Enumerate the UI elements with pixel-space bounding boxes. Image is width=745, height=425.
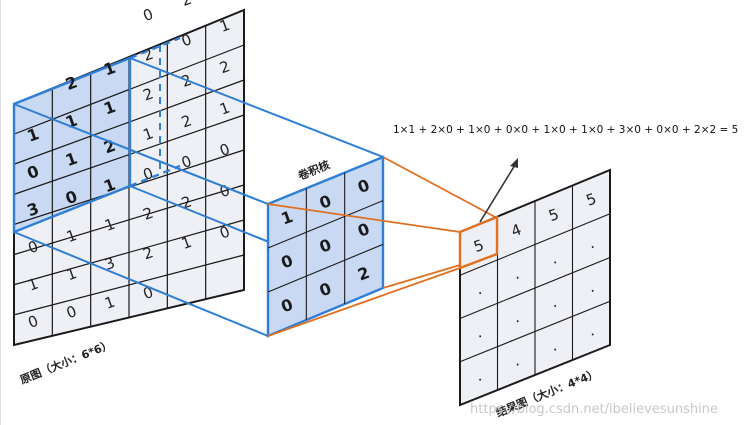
orange-line-top-right <box>382 156 498 219</box>
grid-row-line <box>459 300 611 363</box>
grid-cell-value: . <box>586 234 597 253</box>
grid-cell-value: 2 <box>179 0 194 10</box>
original-caption: 原图（大小：6*6） <box>18 337 114 387</box>
watermark: https://blog.csdn.net/ibelievesunshine <box>470 402 718 417</box>
orange-line-top-left <box>267 203 461 233</box>
grid-cell-value: . <box>586 321 597 340</box>
formula-arrow-shaft <box>479 164 516 223</box>
grid-cell-value: . <box>473 367 484 386</box>
result-grid: 5455............ <box>458 168 611 407</box>
grid-cell-value: . <box>548 293 559 312</box>
grid-cell-value: . <box>511 308 522 327</box>
projection-line-top-right <box>129 57 384 158</box>
grid-row-line <box>267 243 384 293</box>
projection-line-top-left <box>13 103 269 205</box>
grid-cell-value: . <box>473 323 484 342</box>
grid-cell-value: . <box>586 278 597 297</box>
grid-row-line <box>459 256 611 320</box>
original-image-grid: 0232120111122201212130100001122011321000… <box>12 0 245 347</box>
orange-line-bottom-left <box>267 267 461 337</box>
projection-dash-top <box>129 36 181 60</box>
grid-row-line <box>13 184 245 256</box>
grid-cell-value: . <box>548 249 559 268</box>
receptive-field-outline <box>12 56 131 234</box>
grid-cell-value: . <box>473 280 484 299</box>
receptive-field-fill <box>14 58 130 232</box>
grid-cell-value: 0 <box>141 5 156 25</box>
result-grid-lines <box>459 185 611 390</box>
grid-cell-value: . <box>511 265 522 284</box>
projection-line-bottom-left <box>13 231 269 337</box>
grid-row-line <box>459 213 611 276</box>
projection-dash-bottom <box>129 164 181 188</box>
grid-cell-value: . <box>511 352 522 371</box>
convolution-formula: 1×1 + 2×0 + 1×0 + 0×0 + 1×0 + 1×0 + 3×0 … <box>393 124 738 136</box>
grid-cell-value: . <box>548 336 559 355</box>
grid-row-line <box>267 200 384 249</box>
projection-lines-blue <box>13 57 384 337</box>
formula-arrow-head-icon <box>510 158 518 168</box>
grid-row-line <box>13 254 245 316</box>
result-highlight-cell <box>458 215 499 270</box>
grid-row-line <box>13 219 245 286</box>
